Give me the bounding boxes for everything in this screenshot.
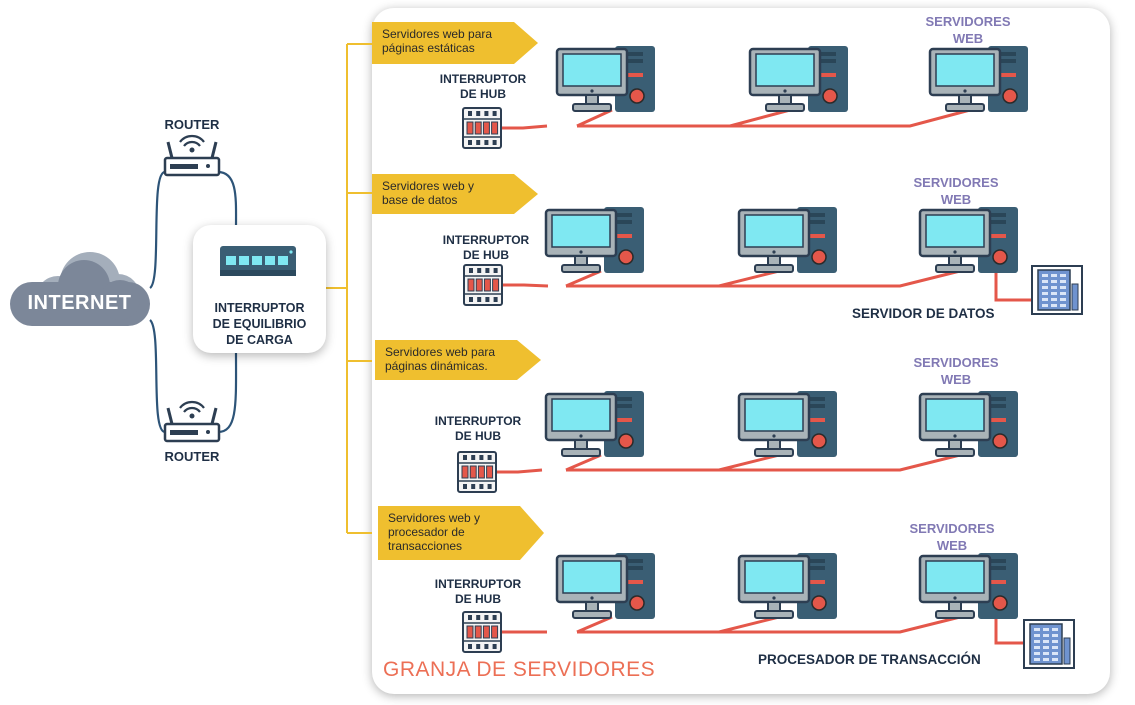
row-4-computer-2-icon: [737, 553, 837, 619]
routers: [163, 134, 221, 443]
row-1-tag: Servidores web para páginas estáticas: [372, 22, 538, 64]
row-4-tag-line1: Servidores web y: [388, 511, 481, 525]
row-1-hub-label: INTERRUPTOR DE HUB: [423, 72, 543, 102]
row-4-hub-label: INTERRUPTOR DE HUB: [418, 577, 538, 607]
internet-label: INTERNET: [27, 292, 132, 314]
row-1-hub-label-line2: DE HUB: [459, 87, 506, 101]
row-3-hub-label-line2: DE HUB: [454, 429, 501, 443]
row-3-computer-2-icon: [737, 391, 837, 457]
row-3-tag-line1: Servidores web para: [385, 345, 496, 359]
row-3-web-label-line1: SERVIDORES: [913, 355, 999, 370]
row-2-computer-3-icon: [918, 207, 1018, 273]
router-top-label: ROUTER: [164, 117, 220, 132]
row-2-web-label-line2: WEB: [940, 192, 972, 207]
row-1-hub-switch-icon: [462, 107, 502, 149]
row-3-hub-label: INTERRUPTOR DE HUB: [418, 414, 538, 444]
cable-router-bottom-balancer: [217, 351, 238, 434]
row-1-tag-line2: páginas estáticas: [382, 41, 475, 55]
row-1-computer-1-icon: [555, 46, 655, 112]
row-1-web-label: SERVIDORES WEB: [908, 13, 1028, 47]
data-server-building-icon: [1031, 265, 1083, 315]
cable-router-top-balancer: [217, 170, 238, 229]
row-3-web-label-line2: WEB: [940, 372, 972, 387]
row-1-tag-line1: Servidores web para: [382, 27, 493, 41]
server-farm-title: GRANJA DE SERVIDORES: [383, 658, 656, 681]
data-server-label: SERVIDOR DE DATOS: [852, 306, 995, 321]
row-2-hub-label-line2: DE HUB: [462, 248, 509, 262]
row-4-web-label: SERVIDORES WEB: [892, 520, 1012, 554]
row-1-hub-label-line1: INTERRUPTOR: [439, 72, 527, 86]
row-3-tag: Servidores web para páginas dinámicas.: [375, 340, 541, 380]
load-balancer-label-line3: DE CARGA: [226, 333, 293, 347]
row-3-tag-line2: páginas dinámicas.: [385, 359, 488, 373]
load-balancer-label-line1: INTERRUPTOR: [214, 301, 305, 315]
row-4-web-label-line1: SERVIDORES: [909, 521, 995, 536]
row-4-hub-label-line2: DE HUB: [454, 592, 501, 606]
row-4-tag-line2: procesador de: [388, 525, 465, 539]
row-1-computer-3-icon: [928, 46, 1028, 112]
row-3-hub-switch-icon: [457, 451, 497, 493]
row-2-tag: Servidores web y base de datos: [372, 174, 538, 214]
router-bottom-label: ROUTER: [164, 449, 220, 464]
load-balancer-label: INTERRUPTOR DE EQUILIBRIO DE CARGA: [193, 300, 326, 348]
internet-cloud: [10, 252, 150, 326]
row-2-computer-1-icon: [544, 207, 644, 273]
row-4-hub-switch-icon: [462, 611, 502, 653]
transaction-processor-label: PROCESADOR DE TRANSACCIÓN: [758, 652, 981, 667]
row-3-computer-3-icon: [918, 391, 1018, 457]
load-balancer-label-line2: DE EQUILIBRIO: [212, 317, 307, 331]
row-4-web-label-line2: WEB: [936, 538, 968, 553]
row-4-hub-label-line1: INTERRUPTOR: [434, 577, 522, 591]
row-4-computer-1-icon: [555, 553, 655, 619]
row-1-computer-2-icon: [748, 46, 848, 112]
row-4-computer-3-icon: [918, 553, 1018, 619]
row-2-tag-line2: base de datos: [382, 193, 458, 207]
row-1-web-label-line2: WEB: [952, 31, 984, 46]
cable-internet-router-bottom: [149, 319, 166, 434]
transaction-processor-building-icon: [1023, 619, 1075, 669]
row-2-web-label-line1: SERVIDORES: [913, 175, 999, 190]
load-balancer-switch-icon: [220, 246, 296, 276]
row-2-hub-switch-icon: [463, 264, 503, 306]
row-2-web-label: SERVIDORES WEB: [896, 174, 1016, 208]
cable-internet-router-top: [149, 170, 166, 289]
row-2-hub-label: INTERRUPTOR DE HUB: [426, 233, 546, 263]
row-3-hub-label-line1: INTERRUPTOR: [434, 414, 522, 428]
row-1-web-label-line1: SERVIDORES: [925, 14, 1011, 29]
router-bottom-icon: [163, 400, 221, 443]
row-3-computer-1-icon: [544, 391, 644, 457]
row-2-computer-2-icon: [737, 207, 837, 273]
row-2-hub-label-line1: INTERRUPTOR: [442, 233, 530, 247]
row-3-web-label: SERVIDORES WEB: [896, 354, 1016, 388]
row-4-tag: Servidores web y procesador de transacci…: [378, 506, 544, 560]
row-4-tag-line3: transacciones: [388, 539, 463, 553]
row-2-tag-line1: Servidores web y: [382, 179, 475, 193]
router-top-icon: [163, 134, 221, 177]
